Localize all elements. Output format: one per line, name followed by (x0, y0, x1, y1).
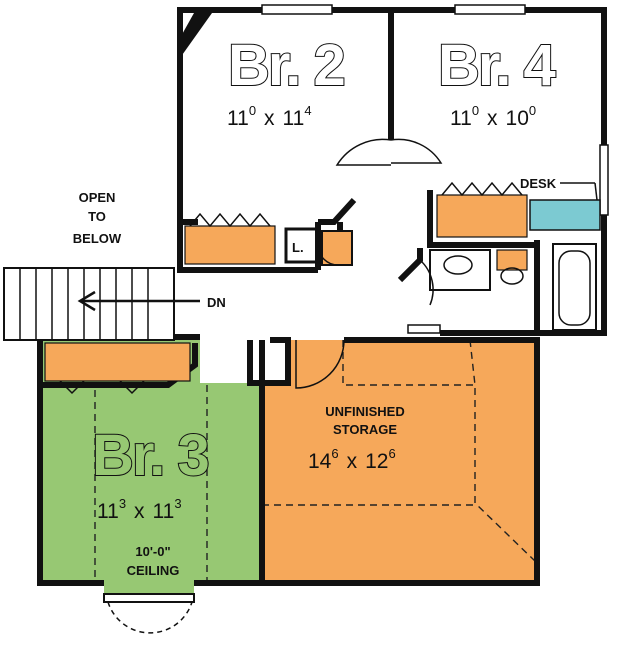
open-to-below-line2: TO (88, 209, 106, 224)
closet-bedroom-4 (436, 181, 528, 238)
bedroom-3-ceiling-label: CEILING (127, 563, 180, 578)
desk-label: DESK (520, 176, 557, 191)
desk-leader-arrow (594, 182, 598, 201)
closet-bedroom-2 (184, 212, 276, 265)
bedroom-3-ceiling-lines (94, 385, 208, 583)
door-swings (107, 138, 443, 634)
bedroom-3-ceiling-height: 10'-0" (135, 544, 170, 559)
bedroom-2-chimney (180, 13, 212, 58)
toilet (500, 267, 524, 285)
bedroom-2-name: Br. 2 (228, 33, 344, 98)
bedroom-4-name: Br. 4 (438, 33, 555, 98)
bath-sink (443, 255, 473, 275)
storage-roof-lines (262, 339, 538, 564)
open-to-below-line1: OPEN (79, 190, 116, 205)
closet-bedroom-3 (44, 342, 191, 395)
storage-label-line2: STORAGE (333, 422, 397, 437)
bath-vanity (496, 249, 528, 271)
stair-down-label: DN (207, 295, 226, 310)
bedroom-3-name: Br. 3 (92, 423, 208, 488)
linen-closet-label: L. (292, 240, 304, 255)
stair (3, 267, 200, 341)
storage-floor (262, 340, 537, 583)
open-to-below-line3: BELOW (73, 231, 122, 246)
desk (529, 199, 601, 231)
storage-label-line1: UNFINISHED (325, 404, 404, 419)
